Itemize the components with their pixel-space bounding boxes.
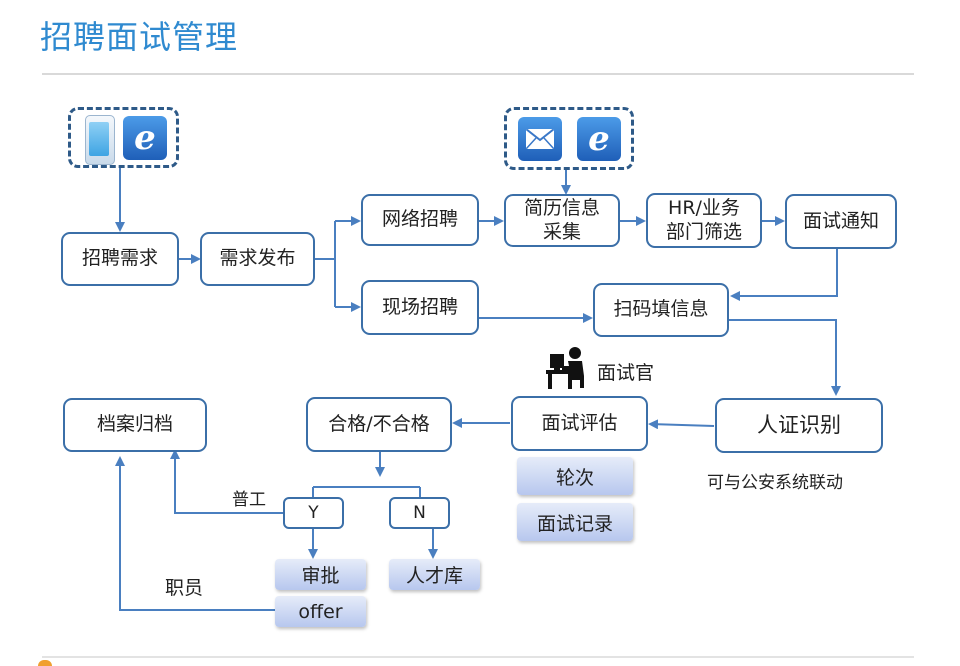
resume-collect-line2: 采集 [542,220,581,243]
page-title: 招聘面试管理 [40,18,239,56]
no-node: N [389,497,450,529]
arrow-idverify-to-evaluate [648,419,715,430]
talent-pool-tag: 人才库 [389,559,480,590]
resume-channel-devices: e [504,107,634,170]
ie-browser-icon: e [123,116,167,160]
resume-collect-step: 简历信息 采集 [504,194,620,247]
resume-collect-line1: 简历信息 [523,196,600,219]
hr-screen-line1: HR/业务 [668,196,740,219]
interviewer-label: 面试官 [597,362,655,384]
archive-step: 档案归档 [63,398,207,452]
onsite-recruit-step: 现场招聘 [361,280,479,335]
online-recruit-step: 网络招聘 [361,194,479,246]
arrow-notify-to-scan [730,249,838,301]
interviewer-at-desk-icon [546,347,584,389]
pass-fail-step: 合格/不合格 [306,397,452,452]
recruit-requirement-step: 招聘需求 [61,232,179,286]
arrow-scan-to-idverify [729,319,841,396]
worker-label: 普工 [232,490,266,510]
ie-browser-icon: e [577,117,621,161]
staff-label: 职员 [165,577,204,599]
footer-divider [42,656,914,658]
phone-icon [85,115,115,165]
scan-fill-info-step: 扫码填信息 [593,283,729,337]
interview-evaluate-step: 面试评估 [511,396,648,451]
round-tag: 轮次 [517,457,633,495]
title-divider [42,73,914,75]
approval-tag: 审批 [275,559,366,590]
yes-node: Y [283,497,344,529]
requirement-publish-step: 需求发布 [200,232,315,286]
arrow-offer-to-archive [115,456,275,611]
footer-logo-mark [38,660,52,666]
id-verify-note: 可与公安系统联动 [707,473,843,493]
id-verify-step: 人证识别 [715,398,883,453]
hr-screen-line2: 部门筛选 [665,220,742,243]
hr-screen-step: HR/业务 部门筛选 [646,193,762,248]
interview-notify-step: 面试通知 [785,194,897,249]
offer-tag: offer [275,596,366,627]
interview-record-tag: 面试记录 [517,503,633,541]
email-icon [518,117,562,161]
arrow-worker-to-archive [170,449,283,514]
online-channel-devices: e [68,107,179,168]
